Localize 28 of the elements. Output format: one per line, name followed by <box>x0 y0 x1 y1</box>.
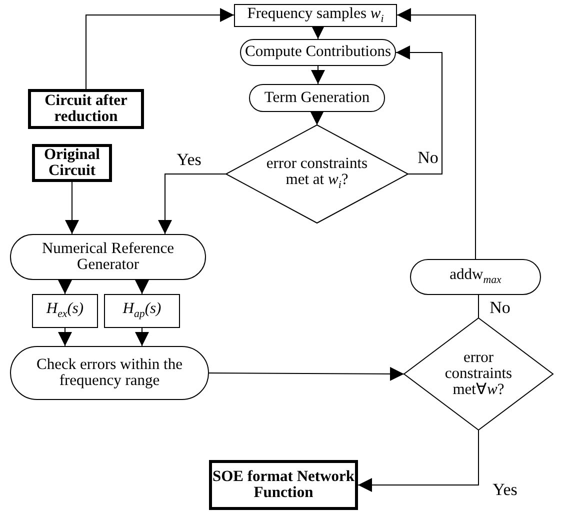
process-box: Numerical Reference Generator <box>10 234 206 280</box>
arrow <box>158 174 226 234</box>
arrow <box>311 66 325 84</box>
arrow <box>135 328 149 346</box>
connector-line <box>478 294 479 318</box>
process-box: Check errors within the frequency range <box>10 346 209 400</box>
output-box: SOE format Network Function <box>209 460 358 510</box>
process-box: Compute Contributions <box>240 39 396 66</box>
arrow <box>358 430 479 492</box>
process-box: addw$_{max}$ <box>410 259 541 295</box>
arrow <box>311 25 325 40</box>
arrow <box>135 280 149 294</box>
process-box: H$_{ex}$(s) <box>32 294 98 328</box>
process-box: Frequency samples w$_{i}$ <box>234 4 397 27</box>
arrow <box>58 280 72 294</box>
decision-diamond: error constraints met∀w? <box>404 318 553 430</box>
arrow <box>310 111 324 126</box>
arrow <box>86 8 234 90</box>
input-box: Original Circuit <box>32 144 112 182</box>
process-box: Term Generation <box>249 84 385 112</box>
arrow <box>396 46 442 174</box>
input-box: Circuit after reduction <box>28 89 144 129</box>
process-box: H$_{ap}$(s) <box>104 294 180 328</box>
arrow <box>208 366 404 381</box>
arrow <box>396 8 476 260</box>
arrow <box>58 328 72 346</box>
decision-diamond: error constraints met at w$_{i}$? <box>226 125 408 223</box>
arrow <box>65 182 79 234</box>
